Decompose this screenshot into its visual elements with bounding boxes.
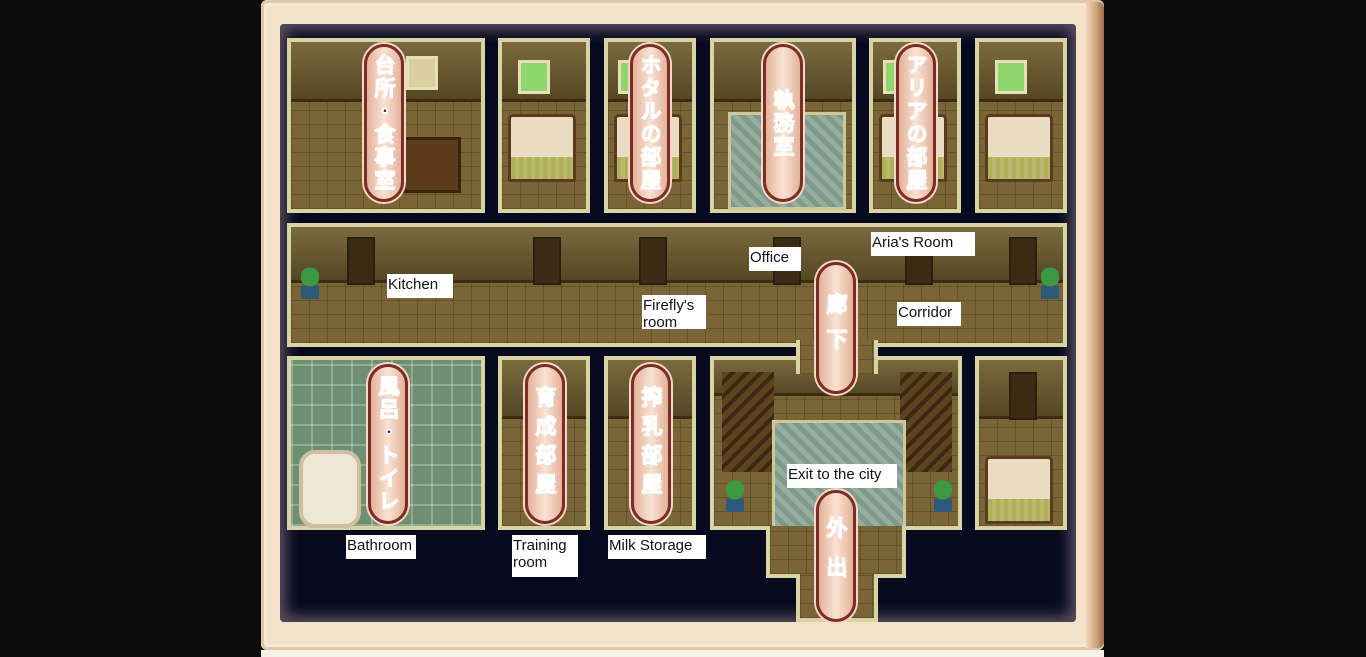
jp-label-training: 育成部屋 xyxy=(525,364,565,524)
jp-label-exit: 外出 xyxy=(816,490,856,622)
plant-icon xyxy=(934,478,952,512)
bathtub-icon xyxy=(299,450,361,528)
jp-label-text: 台所・食事室 xyxy=(372,54,397,193)
room-bedroom-1[interactable] xyxy=(498,38,590,213)
jp-label-text: 外出 xyxy=(824,517,849,596)
parchment-edge xyxy=(1086,2,1104,648)
bottom-strip xyxy=(261,650,1104,657)
en-label-exit: Exit to the city xyxy=(787,464,897,488)
en-label-bathroom: Bathroom xyxy=(346,535,416,559)
jp-label-milk: 搾乳部屋 xyxy=(631,364,671,524)
bed-icon xyxy=(985,456,1053,524)
en-label-corridor: Corridor xyxy=(897,302,961,326)
room-bedroom-2[interactable] xyxy=(975,38,1067,213)
jp-label-text: 風呂・トイレ xyxy=(376,375,401,514)
dining-table xyxy=(403,137,461,193)
door-icon xyxy=(347,237,375,285)
door-icon xyxy=(1009,237,1037,285)
jp-label-text: 搾乳部屋 xyxy=(639,386,664,503)
en-label-training: Training room xyxy=(512,535,578,577)
en-label-firefly-room: Firefly's room xyxy=(642,295,706,329)
bed-icon xyxy=(985,114,1053,182)
door-icon xyxy=(1009,372,1037,420)
jp-label-text: ホタルの部屋 xyxy=(638,54,663,193)
en-label-aria-room: Aria's Room xyxy=(871,232,975,256)
jp-label-text: 育成部屋 xyxy=(533,386,558,503)
door-icon xyxy=(533,237,561,285)
door-icon xyxy=(639,237,667,285)
stairs-left xyxy=(722,372,774,472)
jp-label-aria-room: アリアの部屋 xyxy=(896,44,936,202)
jp-label-kitchen: 台所・食事室 xyxy=(364,44,404,202)
jp-label-corridor: 廊下 xyxy=(816,262,856,394)
en-label-kitchen: Kitchen xyxy=(387,274,453,298)
jp-label-text: 執務室 xyxy=(771,88,796,158)
en-label-milk: Milk Storage xyxy=(608,535,706,559)
jp-label-text: アリアの部屋 xyxy=(904,54,929,193)
room-bedroom-3[interactable] xyxy=(975,356,1067,530)
plant-icon xyxy=(301,265,319,299)
jp-label-bathroom: 風呂・トイレ xyxy=(368,364,408,524)
window-icon xyxy=(518,60,550,94)
jp-label-office: 執務室 xyxy=(763,44,803,202)
plant-icon xyxy=(1041,265,1059,299)
window-icon xyxy=(406,56,438,90)
jp-label-text: 廊下 xyxy=(824,293,849,364)
en-label-office: Office xyxy=(749,247,801,271)
jp-label-hotaru-room: ホタルの部屋 xyxy=(630,44,670,202)
stairs-right xyxy=(900,372,952,472)
bed-icon xyxy=(508,114,576,182)
window-icon xyxy=(995,60,1027,94)
plant-icon xyxy=(726,478,744,512)
